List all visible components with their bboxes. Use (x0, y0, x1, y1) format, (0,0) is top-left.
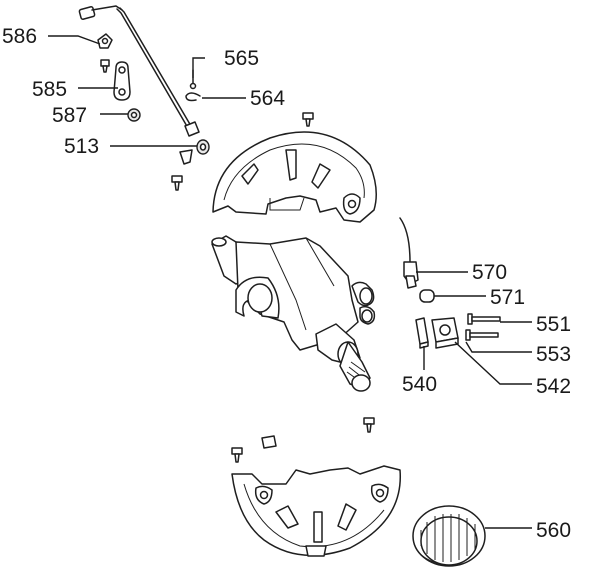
part-542-block (431, 317, 459, 349)
callout-571: 571 (490, 286, 525, 309)
part-564-spring-clip (185, 92, 201, 102)
part-540-pad (415, 317, 429, 349)
part-585-bracket (113, 61, 131, 101)
screw-small-c (302, 112, 314, 127)
clip-small-b (261, 435, 277, 449)
callout-513: 513 (64, 135, 99, 158)
callout-542: 542 (536, 375, 571, 398)
callout-551: 551 (536, 313, 571, 336)
callout-587: 587 (52, 104, 87, 127)
part-571-bushing (419, 289, 435, 303)
callout-565: 565 (224, 47, 259, 70)
abs-sensor-cable (78, 5, 200, 137)
upper-dust-shield (212, 131, 377, 223)
callout-585: 585 (32, 78, 67, 101)
part-551-bolts (465, 313, 501, 341)
callout-564: 564 (250, 87, 285, 110)
part-513-grommet (196, 139, 210, 155)
callout-553: 553 (536, 343, 571, 366)
part-587-nut (127, 108, 141, 122)
callout-570: 570 (472, 261, 507, 284)
lower-dust-shield (231, 465, 401, 557)
leader-lines (48, 35, 532, 529)
callout-560: 560 (536, 519, 571, 542)
part-570-sensor (399, 217, 419, 289)
part-586-clip (97, 33, 113, 49)
screw-small-d (363, 417, 375, 433)
callout-586: 586 (2, 25, 37, 48)
callout-540: 540 (402, 373, 437, 396)
screw-small-e (231, 447, 243, 463)
screw-small-a (100, 59, 110, 73)
screw-small-b (171, 175, 183, 191)
part-565-pin (189, 57, 205, 90)
clip-small (179, 149, 193, 165)
axle-housing (211, 235, 376, 392)
part-560-tone-ring (412, 505, 486, 567)
